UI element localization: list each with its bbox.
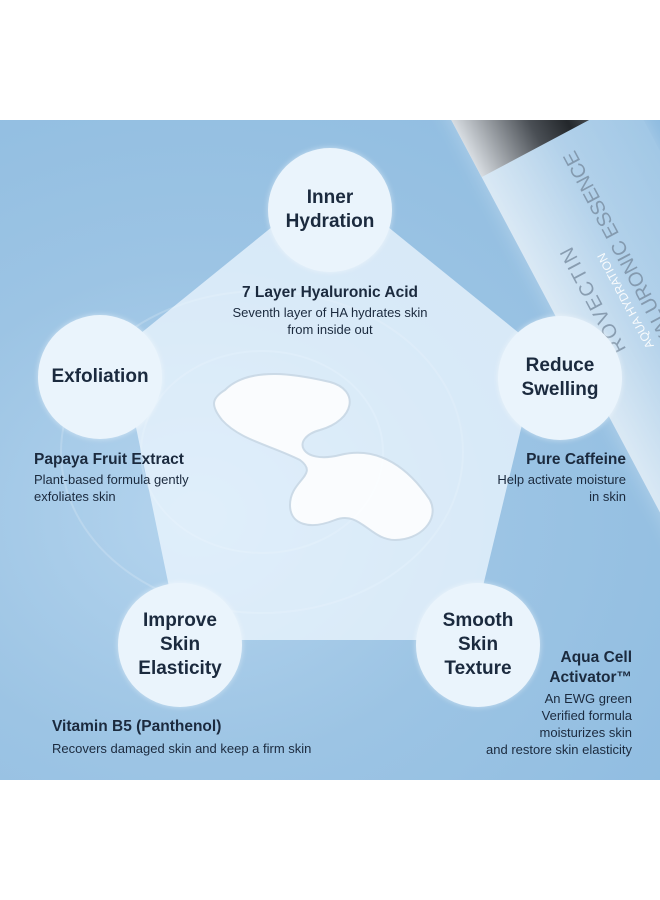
desc-line: An EWG green bbox=[544, 691, 632, 706]
desc-line: and restore skin elasticity bbox=[486, 742, 632, 757]
desc-line: in skin bbox=[589, 489, 626, 504]
circle-title-line: Improve bbox=[143, 610, 217, 631]
circle-title-line: Exfoliation bbox=[51, 366, 149, 387]
circle-title-line: Elasticity bbox=[138, 658, 222, 679]
ingredient-heading: Vitamin B5 (Panthenol) bbox=[52, 718, 222, 735]
circle-title-line: Smooth bbox=[442, 610, 514, 631]
circle-title-line: Swelling bbox=[521, 379, 599, 400]
circle-title-line: Texture bbox=[444, 658, 512, 679]
desc-line: exfoliates skin bbox=[34, 489, 116, 504]
gel-swatch bbox=[213, 373, 434, 542]
desc-line: Help activate moisture bbox=[497, 472, 626, 487]
feature-circle-exfoliation: Exfoliation bbox=[38, 315, 162, 439]
ingredient-heading: 7 Layer Hyaluronic Acid bbox=[241, 284, 419, 301]
desc-line: moisturizes skin bbox=[539, 725, 632, 740]
heading-line: Activator™ bbox=[549, 669, 632, 686]
ingredient-description: Recovers damaged skin and keep a firm sk… bbox=[52, 741, 312, 756]
water-background: ROVECTIN AQUA HYDRATION HYALURONIC ESSEN… bbox=[0, 120, 660, 780]
heading-line: Aqua Cell bbox=[560, 649, 632, 666]
pentagon-shape bbox=[120, 180, 540, 640]
desc-line: Verified formula bbox=[541, 708, 632, 723]
desc-line: from inside out bbox=[287, 322, 373, 337]
ingredient-heading: Papaya Fruit Extract bbox=[34, 451, 184, 468]
circle-title-line: Inner bbox=[306, 187, 354, 208]
ingredient-description: Seventh layer of HA hydrates skin from in… bbox=[180, 304, 480, 338]
ingredient-description: Help activate moisture in skin bbox=[497, 471, 626, 505]
desc-line: Seventh layer of HA hydrates skin bbox=[232, 305, 428, 320]
ingredient-heading: Pure Caffeine bbox=[526, 451, 626, 468]
desc-line: Plant-based formula gently bbox=[34, 472, 189, 487]
circle-title-line: Reduce bbox=[525, 355, 595, 376]
circle-title-line: Skin bbox=[457, 634, 499, 655]
circle-title-line: Skin bbox=[159, 634, 201, 655]
circle-title-line: Hydration bbox=[285, 211, 375, 232]
ingredient-description: Plant-based formula gently exfoliates ski… bbox=[34, 471, 189, 505]
